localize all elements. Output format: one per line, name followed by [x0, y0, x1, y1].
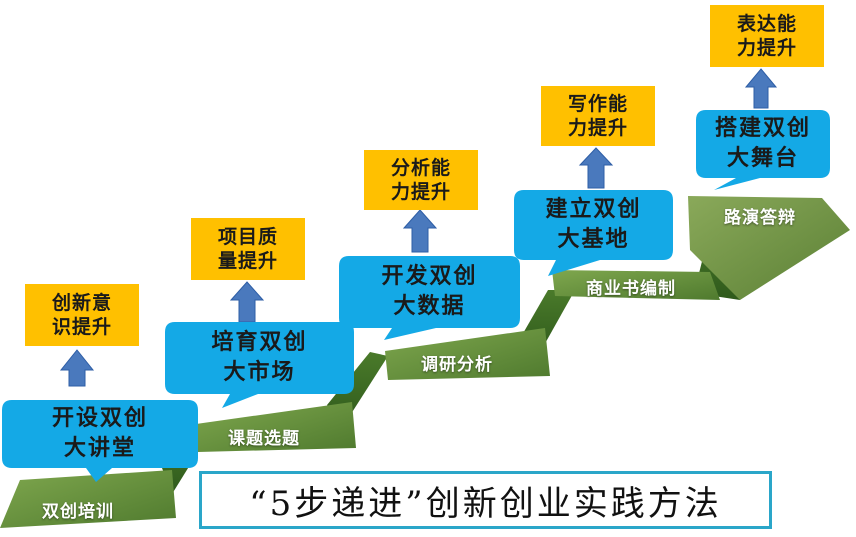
ability-box-2: 项目质 量提升 — [191, 218, 305, 280]
ability-box-3: 分析能 力提升 — [364, 150, 478, 210]
step-2 — [196, 402, 356, 452]
arrow-up-icon-1 — [59, 349, 95, 387]
callout-bubble-2 — [165, 322, 354, 408]
step-label-5: 路演答辩 — [724, 208, 796, 228]
action-text-5: 搭建双创 大舞台 — [714, 116, 811, 171]
arrow-up-icon-2 — [229, 281, 265, 323]
diagram-title: “5步递进”创新创业实践方法 — [199, 471, 772, 529]
action-text-3: 开发双创 大数据 — [381, 264, 478, 319]
callout-bubble-1 — [2, 400, 198, 482]
callout-bubble-5 — [696, 110, 830, 190]
ability-box-1: 创新意 识提升 — [25, 284, 139, 346]
callout-bubble-3 — [339, 256, 520, 340]
diagram-title-text: “5步递进”创新创业实践方法 — [249, 483, 722, 524]
step-3 — [385, 328, 550, 380]
callout-bubble-4 — [514, 190, 673, 276]
ability-box-5: 表达能 力提升 — [710, 5, 824, 67]
action-text-1: 开设双创 大讲堂 — [51, 406, 148, 461]
step-1 — [0, 470, 176, 528]
arrow-up-icon-4 — [578, 147, 614, 189]
action-text-2: 培育双创 大市场 — [211, 330, 308, 385]
step-label-4: 商业书编制 — [586, 279, 676, 299]
step-label-2: 课题选题 — [228, 429, 300, 449]
step-5 — [688, 196, 850, 300]
ability-box-4: 写作能 力提升 — [541, 86, 655, 146]
step-label-1: 双创培训 — [42, 502, 114, 522]
arrow-up-icon-3 — [402, 209, 438, 253]
arrow-up-icon-5 — [744, 68, 778, 109]
action-text-4: 建立双创 大基地 — [545, 197, 642, 252]
step-label-3: 调研分析 — [421, 355, 493, 375]
step-4 — [552, 270, 720, 300]
